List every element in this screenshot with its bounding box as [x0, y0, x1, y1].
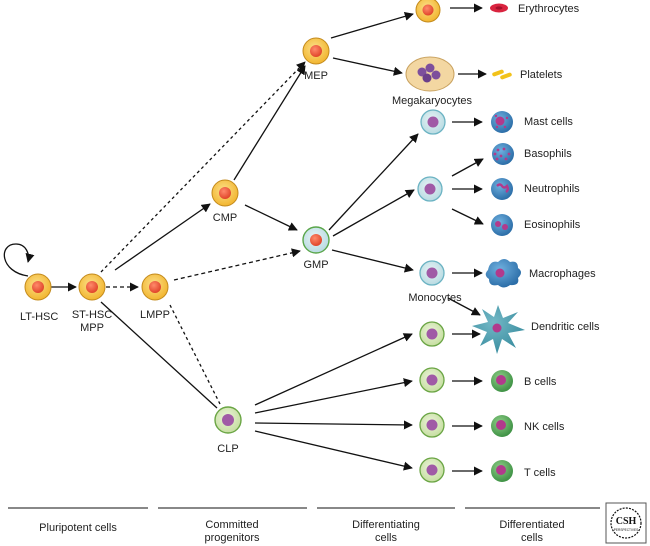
cmp-to-gmp-arrow: [244, 204, 298, 231]
granulocyte-progenitor-cell: [417, 176, 443, 202]
erythrocytes-label: Erythrocytes: [518, 3, 580, 15]
erythroid-progenitor-cell: [415, 0, 441, 23]
stage-committed-line1: Committed: [205, 519, 258, 531]
lt-hsc-cell: [24, 273, 52, 301]
erythrocyte-cell: [490, 3, 508, 13]
clp-to-dc-progenitor-arrow: [254, 333, 413, 406]
dc-progenitor-cell: [419, 321, 445, 347]
platelet-cell: [492, 69, 512, 80]
nk-cells-label: NK cells: [524, 421, 565, 433]
logo-subtext: PERSPECTIVES: [614, 528, 638, 532]
nk-progenitor-cell: [419, 412, 445, 438]
gmp-to-granulocyte-progenitor-arrow: [332, 189, 415, 237]
platelets-label: Platelets: [520, 69, 563, 81]
megakaryocyte-cell: [405, 56, 455, 92]
b-cell: [491, 370, 513, 392]
basophil-cell: [492, 143, 514, 165]
lmpp-label: LMPP: [140, 309, 170, 321]
gmp-to-mast-progenitor-arrow: [328, 133, 419, 231]
dendritic-cells-label: Dendritic cells: [531, 321, 600, 333]
cmp-label: CMP: [213, 212, 237, 224]
arrows: [3, 3, 487, 476]
mep-cell: [302, 37, 330, 65]
clp-to-t-progenitor-arrow: [254, 430, 413, 471]
basophil-arrow: [451, 158, 484, 177]
stage-pluripotent: Pluripotent cells: [39, 522, 117, 534]
gmp-label: GMP: [303, 259, 328, 271]
clp-to-nk-progenitor-arrow: [254, 420, 413, 430]
eosinophils-label: Eosinophils: [524, 219, 581, 231]
macrophage-cell: [485, 259, 521, 288]
monocyte-to-dendritic-arrow: [447, 297, 481, 316]
mep-to-ery-progenitor-arrow: [330, 11, 414, 39]
stage-differentiated-line2: cells: [521, 532, 544, 544]
gmp-cell: [302, 226, 330, 254]
sthsc-to-mep-arrow: [100, 61, 306, 273]
nk-cell: [491, 415, 513, 437]
stage-differentiating-line1: Differentiating: [352, 519, 420, 531]
t-cell: [491, 460, 513, 482]
t-progenitor-cell: [419, 457, 445, 483]
b-cells-label: B cells: [524, 376, 557, 388]
lmpp-to-clp-arrow: [169, 304, 221, 405]
lmpp-cell: [141, 273, 169, 301]
mast-cells-label: Mast cells: [524, 116, 573, 128]
clp-to-b-progenitor-arrow: [254, 378, 413, 414]
macrophages-label: Macrophages: [529, 268, 596, 280]
stage-committed-line2: progenitors: [204, 532, 260, 544]
mep-to-megakaryocyte-arrow: [332, 57, 403, 76]
st-hsc-cell: [78, 273, 106, 301]
mast-progenitor-cell: [420, 109, 446, 135]
sthsc-to-cmp-arrow: [114, 203, 211, 271]
megakaryocytes-label: Megakaryocytes: [392, 95, 473, 107]
st-hsc-label: ST-HSC: [72, 309, 112, 321]
basophils-label: Basophils: [524, 148, 572, 160]
t-cells-label: T cells: [524, 467, 556, 479]
csh-perspectives-logo: CSH PERSPECTIVES: [605, 502, 647, 544]
labels: LT-HSC ST-HSC MPP LMPP CMP MEP GMP CLP M…: [20, 3, 600, 479]
dendritic-cell: [472, 305, 525, 354]
b-progenitor-cell: [419, 367, 445, 393]
monocyte-cell: [419, 260, 445, 286]
clp-label: CLP: [217, 443, 238, 455]
logo-text: CSH: [616, 516, 637, 527]
eosinophil-arrow: [451, 208, 484, 225]
cmp-to-mep-arrow: [233, 65, 306, 181]
cmp-cell: [211, 179, 239, 207]
stage-differentiated-line1: Differentiated: [499, 519, 564, 531]
mep-label: MEP: [304, 70, 328, 82]
mpp-label: MPP: [80, 322, 104, 334]
gmp-to-monocyte-arrow: [331, 249, 414, 273]
stage-differentiating-line2: cells: [375, 532, 398, 544]
monocytes-label: Monocytes: [408, 292, 462, 304]
neutrophils-label: Neutrophils: [524, 183, 580, 195]
eosinophil-cell: [491, 214, 513, 236]
self-renewal-arrow: [3, 243, 35, 277]
neutrophil-cell: [491, 178, 513, 200]
lt-hsc-label: LT-HSC: [20, 311, 58, 323]
sthsc-to-clp-arrow: [100, 301, 218, 409]
mast-cell: [491, 111, 513, 133]
clp-cell: [214, 406, 242, 434]
lmpp-to-gmp-arrow: [173, 248, 301, 281]
